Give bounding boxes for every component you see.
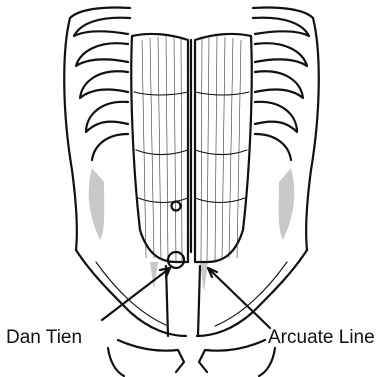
rectus-abdominis-left	[131, 34, 188, 262]
rectus-abdominis-right	[195, 34, 252, 262]
arcuate-line-label: Arcuate Line	[268, 327, 375, 348]
dan-tien-label: Dan Tien	[6, 327, 82, 348]
navel-marker	[172, 202, 181, 211]
arcuate-line-leader	[208, 268, 270, 328]
